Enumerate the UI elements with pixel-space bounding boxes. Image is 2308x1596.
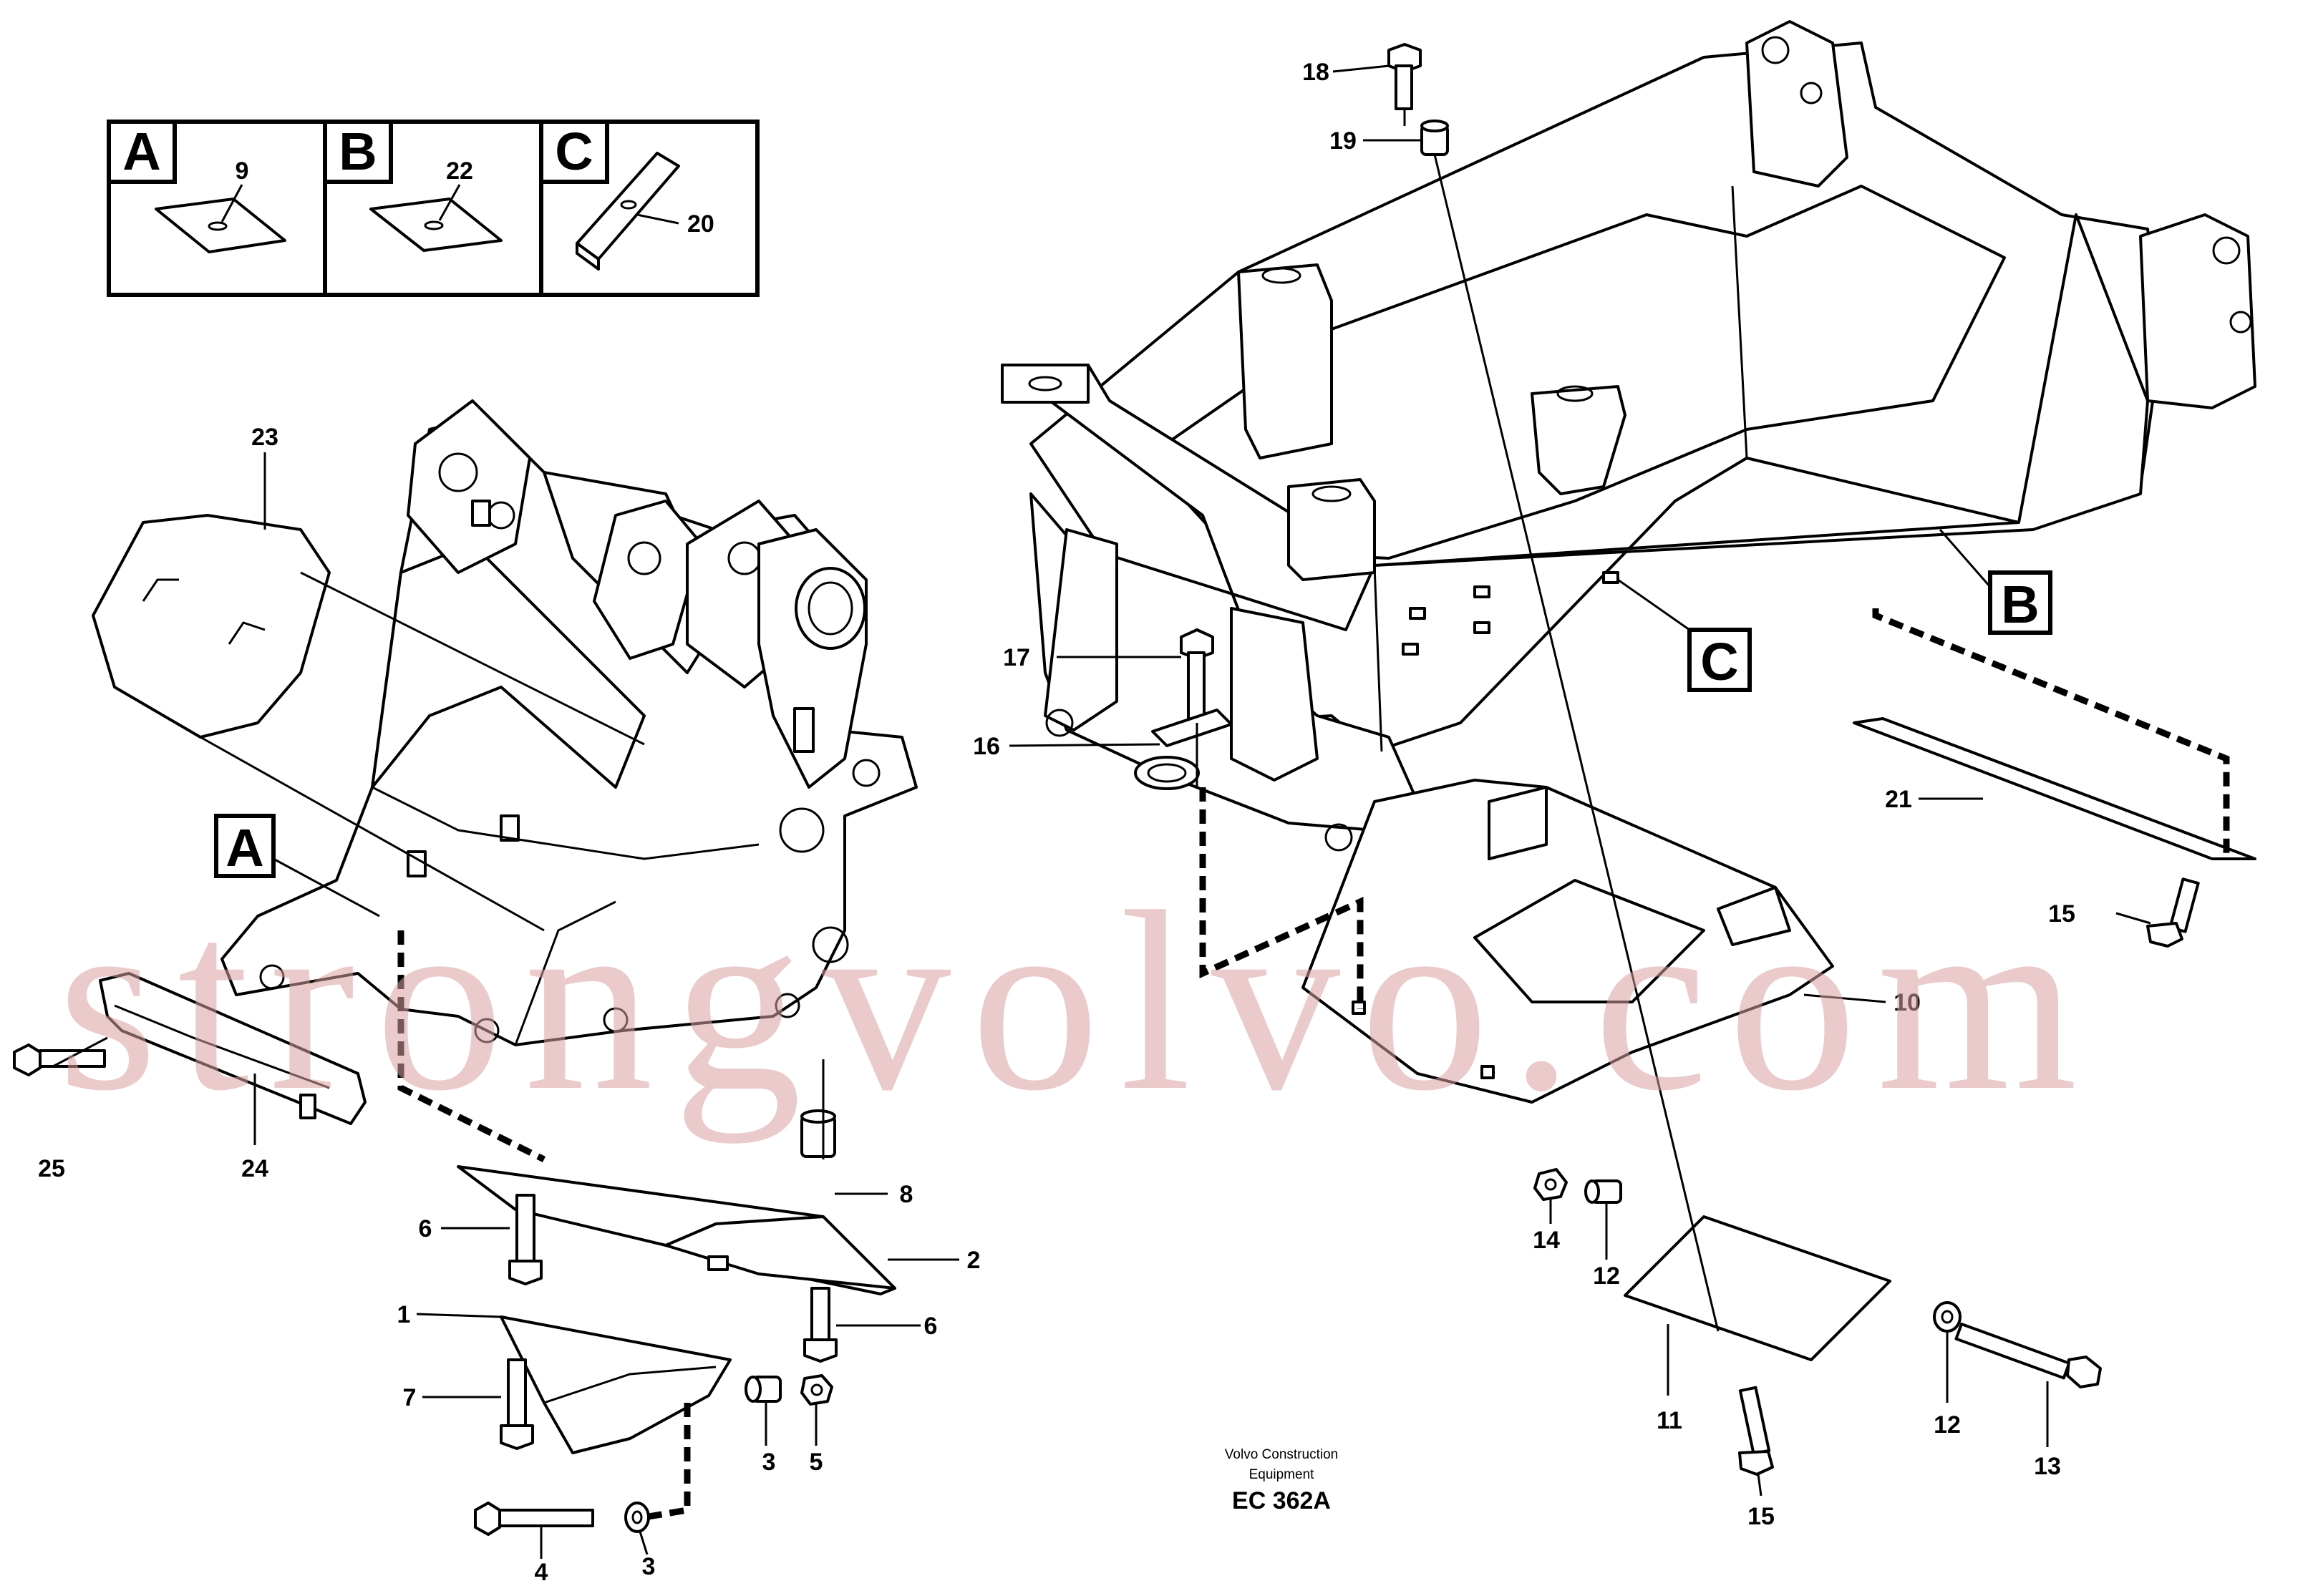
rear-frame-drawing xyxy=(1001,20,2256,852)
label-18: 18 xyxy=(1302,59,1329,86)
label-3-upper: 3 xyxy=(762,1449,776,1476)
footer: Volvo Construction Equipment EC 362A xyxy=(1225,1447,1338,1514)
bolt-25 xyxy=(13,1043,106,1076)
label-11: 11 xyxy=(1657,1407,1682,1434)
label-1: 1 xyxy=(397,1301,411,1328)
label-10: 10 xyxy=(1894,989,1921,1016)
drawing-code: EC 362A xyxy=(1232,1487,1331,1514)
shim-plate-21 xyxy=(1853,717,2256,860)
label-25: 25 xyxy=(38,1155,65,1182)
footer-company: Volvo Construction xyxy=(1225,1447,1338,1462)
assembly-paths xyxy=(397,608,2230,1521)
alignment-lines xyxy=(822,109,1720,1332)
label-14: 14 xyxy=(1533,1227,1560,1254)
callout-marker-a: A xyxy=(214,814,380,918)
washer-3-lower xyxy=(624,1502,650,1533)
bolt-15-lower xyxy=(1738,1386,1774,1476)
detail-b-part-label: 22 xyxy=(446,157,473,185)
bracket-16 xyxy=(1151,709,1233,747)
bracket-1 xyxy=(500,1315,732,1454)
label-8: 8 xyxy=(900,1181,913,1208)
part-labels: 23 25 24 6 2 8 6 1 7 3 5 4 3 18 19 17 16… xyxy=(38,59,2075,1586)
nut-14 xyxy=(1533,1168,1568,1201)
label-5: 5 xyxy=(810,1449,823,1476)
detail-box-panel: A 9 B 22 C 20 xyxy=(107,120,760,297)
watermark: strongvolvo.com xyxy=(57,858,2098,1144)
front-frame-drawing xyxy=(220,399,918,1046)
footer-division: Equipment xyxy=(1249,1467,1315,1482)
label-6-upper: 6 xyxy=(419,1215,432,1242)
shim-plate-22-icon xyxy=(369,198,503,252)
guard-24 xyxy=(99,972,367,1125)
spacer-19 xyxy=(1420,120,1449,156)
label-23: 23 xyxy=(251,424,278,451)
label-6-lower: 6 xyxy=(924,1313,938,1340)
detail-c-part-label: 20 xyxy=(687,210,714,238)
washer-3-upper xyxy=(745,1376,782,1403)
bolt-6-upper xyxy=(508,1194,543,1285)
label-3-lower: 3 xyxy=(642,1553,656,1580)
bolt-6-lower xyxy=(803,1287,838,1363)
label-13: 13 xyxy=(2034,1453,2061,1480)
shim-plate-9-icon xyxy=(155,198,286,253)
washer-12-right xyxy=(1933,1301,1962,1333)
bolt-17 xyxy=(1180,628,1214,726)
bolt-4 xyxy=(474,1502,594,1536)
bolt-13 xyxy=(1954,1323,2102,1388)
svg-text:C: C xyxy=(1700,632,1738,691)
detail-box-b-letter: B xyxy=(339,122,377,181)
detail-box-c: C 20 xyxy=(539,120,714,271)
leader-lines xyxy=(52,64,2151,1559)
label-12-right: 12 xyxy=(1934,1411,1961,1439)
bolt-18 xyxy=(1387,43,1422,110)
detail-box-b: B 22 xyxy=(323,120,503,252)
label-16: 16 xyxy=(973,733,1000,760)
bolt-15-right xyxy=(2146,877,2200,948)
label-21: 21 xyxy=(1885,786,1912,813)
cover-plate-23 xyxy=(92,514,645,932)
cover-plate-10 xyxy=(1301,779,1834,1104)
detail-box-a: A 9 xyxy=(107,120,286,253)
label-4: 4 xyxy=(535,1559,548,1586)
detail-a-part-label: 9 xyxy=(236,157,249,185)
detail-box-a-letter: A xyxy=(122,122,160,181)
label-15-right: 15 xyxy=(2048,900,2075,928)
plate-2 xyxy=(457,1165,896,1295)
label-24: 24 xyxy=(241,1155,268,1182)
label-17: 17 xyxy=(1003,644,1030,671)
label-2: 2 xyxy=(967,1247,981,1274)
callout-marker-c: C xyxy=(1617,578,1752,692)
label-15-lower: 15 xyxy=(1747,1503,1775,1530)
label-12-left: 12 xyxy=(1593,1262,1620,1290)
label-19: 19 xyxy=(1329,127,1357,155)
washer-12-left xyxy=(1584,1179,1622,1204)
callout-marker-b: B xyxy=(1939,529,2052,635)
svg-text:A: A xyxy=(226,818,263,877)
cover-plate-11 xyxy=(1624,1215,1891,1361)
bolt-7 xyxy=(500,1358,534,1450)
nut-5 xyxy=(800,1374,833,1406)
detail-box-c-letter: C xyxy=(555,122,593,181)
svg-text:B: B xyxy=(2001,575,2039,634)
spacer-8 xyxy=(800,1109,836,1158)
label-7: 7 xyxy=(403,1384,417,1411)
